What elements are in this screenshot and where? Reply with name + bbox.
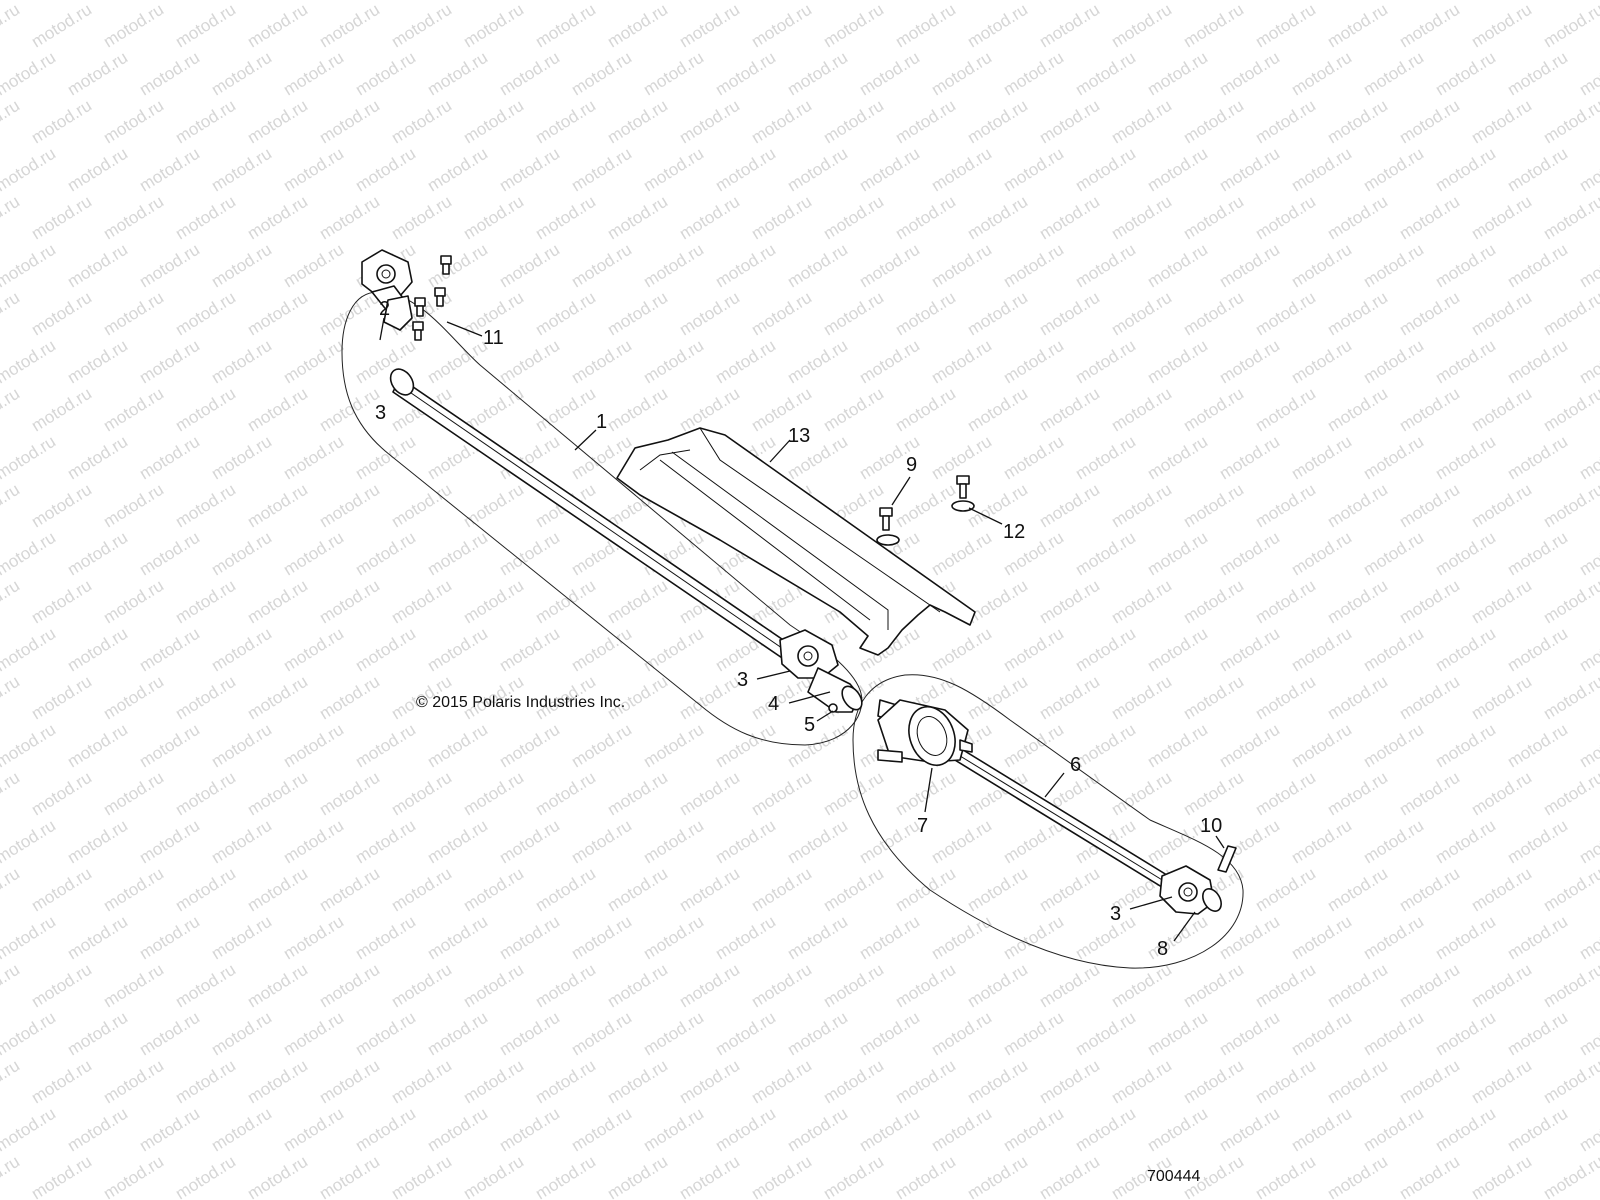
- front-shaft-group-outline: [341, 291, 863, 746]
- rear-shaft-tube: [949, 744, 1176, 893]
- callout-11: 11: [483, 327, 504, 349]
- callout-4: 4: [768, 693, 779, 715]
- circlip: [828, 703, 838, 713]
- front-upper-yoke: [361, 249, 415, 396]
- callout-8: 8: [1157, 938, 1168, 960]
- shaft-guard: [616, 427, 976, 656]
- slip-yoke: [807, 667, 863, 713]
- front-lower-yoke: [779, 629, 839, 679]
- callout-3-rear: 3: [1110, 903, 1121, 925]
- bolt-12: [951, 475, 975, 512]
- rear-shaft-group-outline: [852, 674, 1244, 969]
- callout-2: 2: [379, 298, 390, 320]
- callout-9: 9: [906, 454, 917, 476]
- callout-10: 10: [1200, 815, 1222, 837]
- bolt-set-11: [412, 255, 452, 341]
- callout-6: 6: [1070, 754, 1081, 776]
- copyright-notice: © 2015 Polaris Industries Inc.: [416, 694, 625, 711]
- callout-1: 1: [596, 411, 607, 433]
- callout-7: 7: [917, 815, 928, 837]
- roll-pin: [1217, 845, 1237, 873]
- bolt-9: [876, 507, 900, 546]
- carrier-bearing: [877, 699, 973, 766]
- callout-3-upper: 3: [375, 402, 386, 424]
- callout-labels: 1 2 3 3 3 4 5 6 7 8 9 10 11 12 13: [375, 298, 1222, 960]
- callout-5: 5: [804, 714, 815, 736]
- leader-lines: [379, 317, 1225, 942]
- rear-yoke: [1159, 865, 1222, 915]
- callout-12: 12: [1003, 521, 1025, 543]
- callout-13: 13: [788, 425, 810, 447]
- callout-3-lower: 3: [737, 669, 748, 691]
- figure-number: 700444: [1147, 1168, 1200, 1185]
